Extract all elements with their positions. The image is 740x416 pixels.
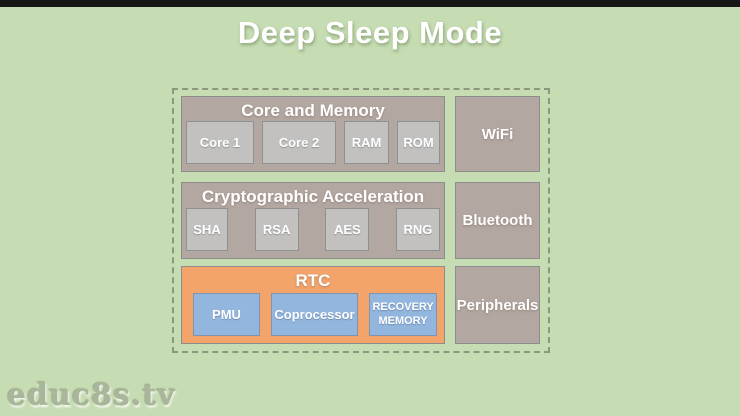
block-sha: SHA: [186, 208, 228, 251]
section-title: RTC: [295, 271, 331, 290]
block-aes: AES: [325, 208, 370, 251]
watermark-logo: educ8s.tv: [7, 378, 176, 413]
letterbox-bar: [0, 0, 740, 7]
section-cryptographic-acceleration: Cryptographic Acceleration SHA RSA AES R…: [181, 182, 445, 259]
block-bluetooth: Bluetooth: [455, 182, 540, 259]
block-peripherals: Peripherals: [455, 266, 540, 344]
block-pmu: PMU: [193, 293, 260, 336]
block-rom: ROM: [397, 121, 440, 164]
section-blocks-row: Core 1 Core 2 RAM ROM: [186, 121, 440, 164]
block-rng: RNG: [395, 208, 440, 251]
block-core-1: Core 1: [186, 121, 254, 164]
section-title: Cryptographic Acceleration: [201, 187, 425, 206]
section-blocks-row: PMU Coprocessor RECOVERY MEMORY: [193, 293, 437, 336]
block-recovery-memory: RECOVERY MEMORY: [369, 293, 437, 336]
section-title: Core and Memory: [241, 101, 385, 120]
block-wifi: WiFi: [455, 96, 540, 172]
block-core-2: Core 2: [262, 121, 336, 164]
section-core-and-memory: Core and Memory Core 1 Core 2 RAM ROM: [181, 96, 445, 172]
section-rtc: RTC PMU Coprocessor RECOVERY MEMORY: [181, 266, 445, 344]
block-rsa: RSA: [254, 208, 299, 251]
block-coprocessor: Coprocessor: [271, 293, 358, 336]
section-blocks-row: SHA RSA AES RNG: [186, 208, 440, 251]
page-title: Deep Sleep Mode: [237, 15, 503, 50]
chip-dashed-outline: Core and Memory Core 1 Core 2 RAM ROM Cr…: [172, 88, 550, 353]
block-ram: RAM: [344, 121, 389, 164]
